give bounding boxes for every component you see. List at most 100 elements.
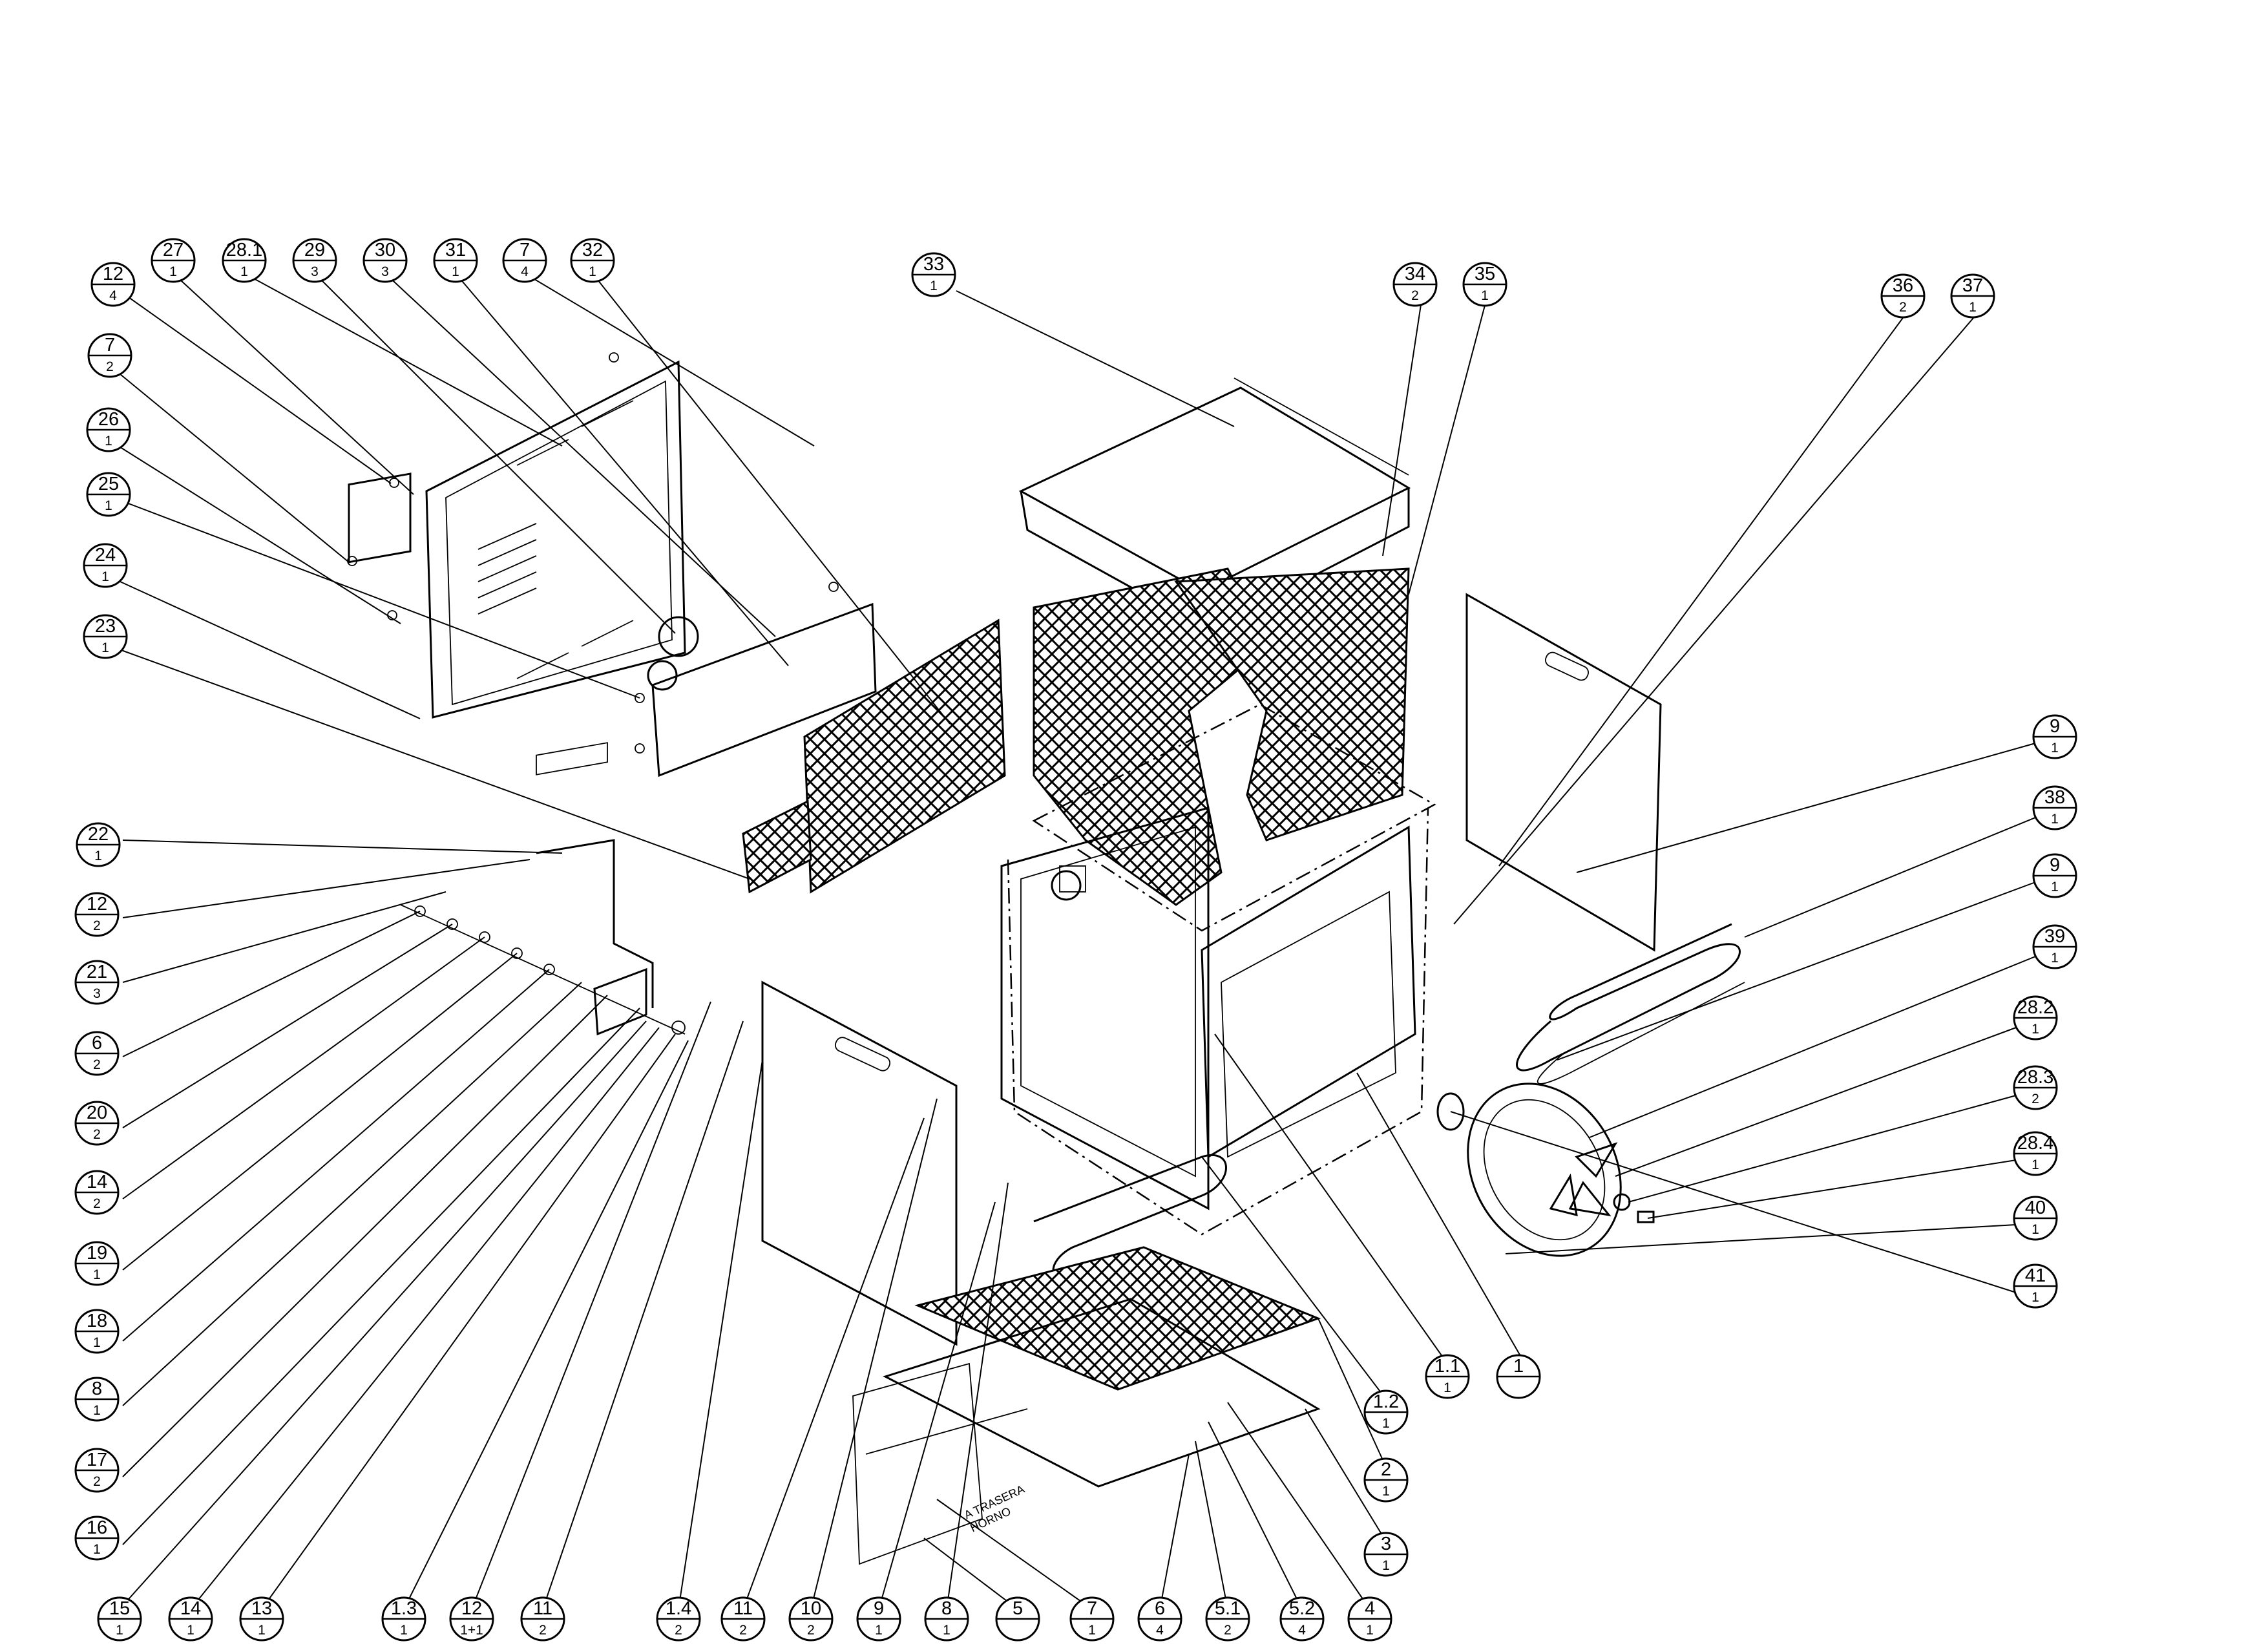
callout-num: 9 [2050, 716, 2060, 737]
callout-34: 342 [1392, 262, 1438, 307]
callout-num: 22 [88, 824, 109, 845]
callout-num: 1 [1513, 1356, 1524, 1377]
callout-num: 32 [582, 240, 603, 260]
callout-num: 1.4 [666, 1598, 691, 1619]
callout-28-1: 28.11 [222, 238, 267, 283]
screw-group [347, 352, 839, 754]
callout-qty: 2 [1411, 288, 1419, 303]
callout-num: 5 [1013, 1598, 1023, 1619]
callout-12-mid: 122 [74, 892, 120, 937]
callout-qty: 4 [1298, 1623, 1306, 1638]
callout-9-upper: 91 [2032, 714, 2077, 759]
callout-qty: 1 [94, 849, 102, 863]
callout-num: 37 [1962, 275, 1983, 296]
callout-7-bottom: 71 [1069, 1596, 1115, 1642]
callout-31: 311 [433, 238, 478, 283]
callout-36: 362 [1880, 273, 1926, 319]
callout-14-bottom: 141 [168, 1596, 213, 1642]
top-insulation-wrap [1033, 567, 1410, 906]
callout-5: 5 [995, 1596, 1040, 1642]
callout-qty: 1 [2032, 1022, 2039, 1037]
callout-num: 30 [375, 240, 395, 260]
callout-num: 16 [87, 1517, 107, 1538]
callout-qty: 1 [2051, 741, 2059, 755]
callout-qty: 2 [807, 1623, 815, 1638]
callout-5-1: 5.12 [1205, 1596, 1250, 1642]
callout-qty: 1 [116, 1623, 123, 1638]
callout-1: 1 [1496, 1354, 1541, 1399]
rear-note: A TRASERA HORNO [962, 1483, 1027, 1535]
callout-num: 34 [1405, 264, 1425, 284]
callout-num: 39 [2044, 926, 2065, 947]
callout-num: 9 [874, 1598, 884, 1619]
callout-38: 381 [2032, 785, 2077, 830]
callout-qty: 1 [1382, 1484, 1390, 1499]
callout-28-4: 28.41 [2013, 1131, 2058, 1176]
callout-qty: 2 [106, 359, 114, 374]
callout-num: 6 [92, 1033, 102, 1053]
callout-qty: 1 [1444, 1380, 1451, 1395]
callout-num: 1.3 [391, 1598, 417, 1619]
callout-qty: 4 [1156, 1623, 1164, 1638]
callout-7-top: 74 [502, 238, 547, 283]
callout-4: 41 [1347, 1596, 1392, 1642]
callout-qty: 1 [101, 640, 109, 655]
callout-29: 293 [292, 238, 337, 283]
callout-qty: 1 [1481, 288, 1489, 303]
callout-10: 102 [788, 1596, 834, 1642]
callout-qty: 1 [1382, 1416, 1390, 1431]
callout-qty: 1 [1088, 1623, 1096, 1638]
callout-num: 12 [103, 264, 123, 284]
callout-qty: 1 [93, 1267, 101, 1282]
callout-qty: 1 [589, 264, 596, 279]
callout-16: 161 [74, 1516, 120, 1561]
callout-num: 19 [87, 1243, 107, 1263]
callout-qty: 1 [930, 279, 938, 293]
callout-qty: 1 [875, 1623, 883, 1638]
callout-num: 26 [98, 409, 119, 430]
callout-qty: 1 [2051, 880, 2059, 894]
callout-num: 14 [87, 1172, 107, 1192]
callout-qty: 2 [1224, 1623, 1232, 1638]
callout-qty: 4 [521, 264, 529, 279]
callout-5-2: 5.24 [1279, 1596, 1325, 1642]
callout-9-mid: 91 [2032, 853, 2077, 898]
callout-9-bottom: 91 [856, 1596, 901, 1642]
callout-18: 181 [74, 1309, 120, 1354]
callout-qty: 3 [381, 264, 389, 279]
callout-2: 21 [1363, 1457, 1409, 1503]
callout-28-3: 28.32 [2013, 1065, 2058, 1110]
callout-qty: 1 [2032, 1157, 2039, 1172]
callout-num: 7 [520, 240, 530, 260]
callout-qty: 4 [109, 288, 117, 303]
callout-qty: 1+1 [460, 1623, 483, 1638]
callout-8-left: 81 [74, 1377, 120, 1422]
callout-num: 6 [1155, 1598, 1165, 1619]
callout-num: 13 [251, 1598, 272, 1619]
callout-32: 321 [570, 238, 615, 283]
callout-40: 401 [2013, 1196, 2058, 1241]
callout-21: 213 [74, 960, 120, 1005]
callout-num: 24 [95, 545, 116, 565]
callout-27: 271 [151, 238, 196, 283]
callout-qty: 2 [93, 1474, 101, 1489]
callout-22: 221 [76, 822, 121, 867]
callout-num: 21 [87, 962, 107, 982]
callout-qty: 2 [739, 1623, 747, 1638]
callout-num: 25 [98, 474, 119, 494]
callout-num: 7 [105, 335, 115, 355]
callout-30: 303 [362, 238, 408, 283]
callout-qty: 1 [258, 1623, 266, 1638]
callout-26: 261 [86, 407, 131, 452]
callout-qty: 3 [93, 986, 101, 1001]
callout-qty: 1 [400, 1623, 408, 1638]
callout-23: 231 [83, 614, 128, 659]
callout-qty: 1 [2032, 1222, 2039, 1237]
callout-num: 7 [1087, 1598, 1097, 1619]
callout-20: 202 [74, 1101, 120, 1146]
callout-num: 35 [1475, 264, 1495, 284]
callout-28-2: 28.21 [2013, 995, 2058, 1041]
callout-num: 1.2 [1373, 1391, 1399, 1412]
callout-num: 11 [733, 1598, 753, 1619]
